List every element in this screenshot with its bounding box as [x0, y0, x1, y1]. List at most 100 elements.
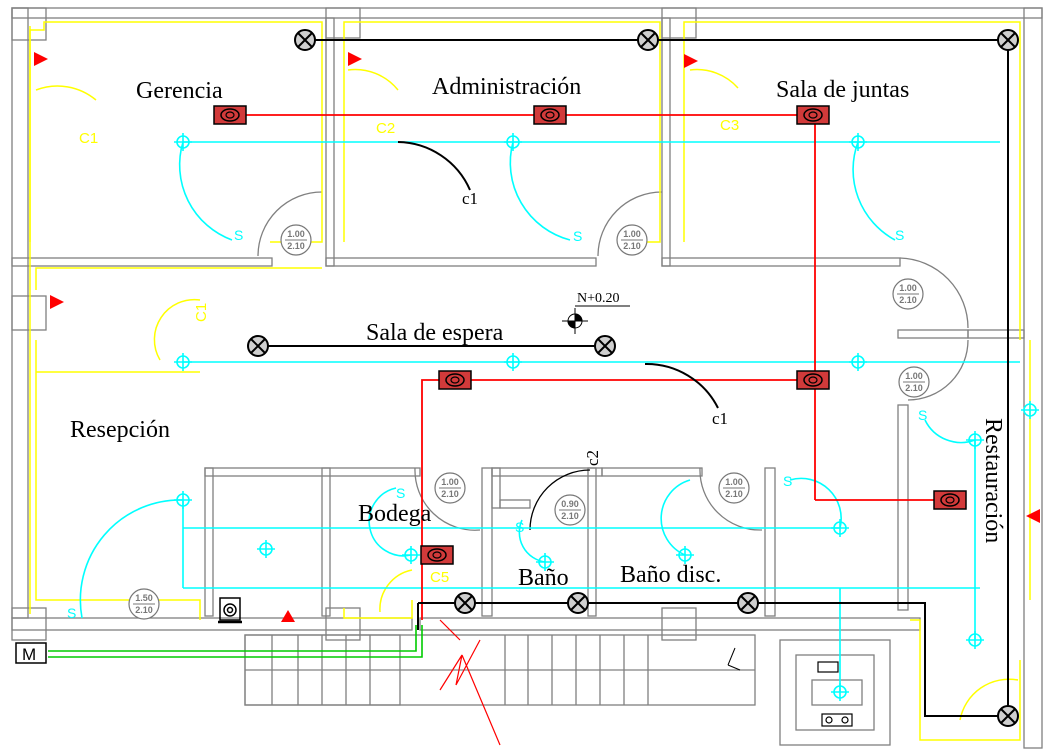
- door-tag: 1.00 2.10: [616, 224, 648, 256]
- room-label-sala-espera: Sala de espera: [366, 320, 504, 346]
- walls: [11, 7, 1043, 749]
- svg-text:2.10: 2.10: [287, 241, 305, 251]
- circuit-label-c1-admin-arc: c1: [462, 189, 478, 208]
- wall-outlet-icon: [438, 370, 472, 390]
- light-point-icon: [849, 353, 867, 371]
- circuit-label-c2-admin: C2: [376, 120, 395, 137]
- light-point-icon: [831, 683, 849, 701]
- room-label-resepcion: Resepción: [70, 417, 170, 443]
- circuit-label-c3-juntas: C3: [720, 117, 739, 134]
- panel-triangle-icon: [50, 295, 64, 309]
- light-point-icon: [174, 133, 192, 151]
- svg-text:1.00: 1.00: [899, 283, 917, 293]
- room-label-bano: Baño: [518, 565, 569, 591]
- wall-outlet-icon: [420, 545, 454, 565]
- ceiling-lamp-icon: [997, 705, 1019, 727]
- panel-markers: [34, 52, 1040, 622]
- svg-text:1.00: 1.00: [287, 229, 305, 239]
- light-point-icon: [676, 546, 694, 564]
- svg-text:1.00: 1.00: [623, 229, 641, 239]
- wall-outlet-icon: [933, 490, 967, 510]
- switch-s-label: S: [234, 227, 243, 243]
- light-point-icon: [504, 133, 522, 151]
- room-label-administracion: Administración: [432, 74, 581, 100]
- service-box-symbols: [817, 661, 853, 727]
- switch-s-label: S: [515, 519, 524, 535]
- room-label-bodega: Bodega: [358, 501, 432, 527]
- switch-s-label: S: [918, 407, 927, 423]
- ceiling-lamp-icon: [294, 29, 316, 51]
- outlet-circuit: [230, 114, 945, 620]
- door-tag: 1.50 2.10: [128, 588, 160, 620]
- door-tag: 1.00 2.10: [280, 224, 312, 256]
- panel-triangle-icon: [1026, 509, 1040, 523]
- meter-box: M: [15, 642, 47, 664]
- meter-feed: [48, 625, 423, 658]
- svg-text:2.10: 2.10: [135, 605, 153, 615]
- switch-s-label: S: [67, 605, 76, 621]
- light-point-icon: [257, 540, 275, 558]
- light-point-icon: [849, 133, 867, 151]
- svg-text:0.90: 0.90: [561, 499, 579, 509]
- ceiling-lamp-icon: [567, 592, 589, 614]
- wall-outlet-icon: [796, 370, 830, 390]
- light-point-icon: [174, 491, 192, 509]
- svg-text:2.10: 2.10: [623, 241, 641, 251]
- switch-labels: S S S S S S S S: [67, 227, 927, 621]
- door-tag: 1.002.10: [434, 472, 466, 504]
- break-line: [439, 619, 501, 746]
- switch-s-label: S: [573, 228, 582, 244]
- svg-text:2.10: 2.10: [905, 383, 923, 393]
- circuit-label-c2-bano: c2: [583, 450, 602, 466]
- panel-triangle-icon: [348, 52, 362, 66]
- ceiling-lamp-icon: [247, 335, 269, 357]
- light-point-icon: [966, 631, 984, 649]
- light-point-icon: [831, 519, 849, 537]
- panel-triangle-icon: [34, 52, 48, 66]
- switch-s-label: S: [895, 227, 904, 243]
- door-tag: 0.90 2.10: [554, 494, 586, 526]
- door-tag: 1.00 2.10: [892, 278, 924, 310]
- light-point-icon: [174, 353, 192, 371]
- light-point-icon: [402, 546, 420, 564]
- svg-text:1.00: 1.00: [905, 371, 923, 381]
- switch-s-label: S: [783, 473, 792, 489]
- ceiling-lamps: [247, 29, 1019, 727]
- wall-outlet-icon: [533, 105, 567, 125]
- svg-text:2.10: 2.10: [441, 489, 459, 499]
- circuit-label-c5-bodega: C5: [430, 569, 449, 586]
- room-label-bano-disc: Baño disc.: [620, 562, 721, 588]
- light-point-icon: [1021, 401, 1039, 419]
- ceiling-lamp-icon: [454, 592, 476, 614]
- door-tag: 1.00 2.10: [718, 472, 750, 504]
- circuit-label-c1-espera: C1: [193, 303, 210, 322]
- door-tag: 1.00 2.10: [898, 366, 930, 398]
- light-points: [174, 133, 1039, 701]
- meter-box-icon: [218, 597, 242, 624]
- panel-triangle-icon: [281, 610, 295, 622]
- circuit-label-c1-espera-arc: c1: [712, 409, 728, 428]
- lighting-circuit: [79, 141, 1020, 692]
- switch-s-label: S: [396, 485, 405, 501]
- ceiling-lamp-icon: [997, 29, 1019, 51]
- svg-text:1.00: 1.00: [725, 477, 743, 487]
- light-point-icon: [504, 353, 522, 371]
- svg-text:2.10: 2.10: [725, 489, 743, 499]
- room-label-gerencia: Gerencia: [136, 78, 223, 104]
- meter-label: M: [22, 645, 36, 664]
- level-mark-text: N+0.20: [577, 291, 620, 306]
- light-point-icon: [536, 553, 554, 571]
- svg-text:1.50: 1.50: [135, 593, 153, 603]
- door-tags: 1.00 2.10 1.00 2.10 1.00 2.10 1.00 2.10 1.00…: [128, 224, 930, 620]
- wall-outlet-icon: [213, 105, 247, 125]
- panel-triangle-icon: [684, 54, 698, 68]
- svg-text:2.10: 2.10: [561, 511, 579, 521]
- ceiling-lamp-icon: [737, 592, 759, 614]
- svg-text:2.10: 2.10: [899, 295, 917, 305]
- circuit-label-c1-gerencia: C1: [79, 130, 98, 147]
- ceiling-lamp-icon: [594, 335, 616, 357]
- baseboard-lines: [29, 21, 1031, 741]
- wall-outlets: [213, 105, 967, 565]
- light-point-icon: [966, 431, 984, 449]
